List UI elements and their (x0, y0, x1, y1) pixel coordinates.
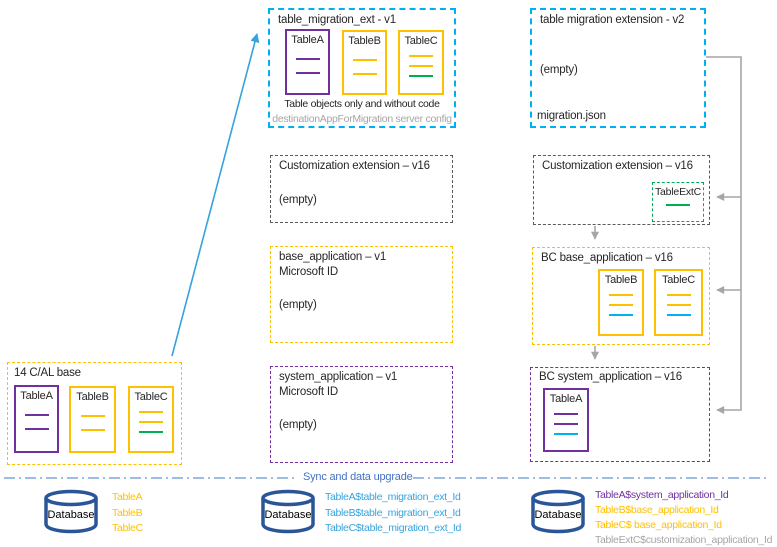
box-title: system_application – v1 (279, 371, 398, 383)
table-name: TableA (291, 34, 324, 46)
table-card-tableb: TableB (598, 269, 644, 336)
field-line (609, 304, 633, 306)
field-line (554, 423, 578, 425)
empty-label: (empty) (540, 64, 578, 76)
database-label: Database (264, 509, 312, 521)
box-cal-base: 14 C/AL base TableA TableB TableC (7, 362, 182, 465)
box-title: table_migration_ext - v1 (278, 14, 396, 26)
box-bc-base-application-v16: BC base_application – v16 TableB TableC (532, 247, 710, 345)
table-card-tableextc: TableExtC (652, 182, 704, 222)
box-title: BC base_application – v16 (541, 252, 673, 264)
table-name: TableC (112, 522, 143, 534)
field-line (666, 314, 691, 316)
box-title: table migration extension - v2 (540, 14, 685, 26)
table-name: TableC$ base_application_Id (595, 519, 722, 531)
field-line (409, 65, 433, 67)
database-table-list: TableA$table_migration_ext_Id TableB$tab… (325, 490, 461, 537)
field-line (80, 429, 105, 431)
table-name: TableExtC$customization_application_Id (595, 534, 773, 546)
table-name: TableC (134, 391, 168, 403)
table-name: TableB (112, 506, 143, 519)
database-icon: Database (260, 489, 316, 534)
connector-line-main (706, 56, 742, 414)
table-card-tablec: TableC (398, 30, 444, 95)
table-card-tablea: TableA (14, 385, 59, 453)
field-line (409, 55, 433, 57)
field-line (295, 72, 320, 74)
field-line (139, 431, 163, 433)
field-line (609, 314, 633, 316)
box-base-application-v1: base_application – v1 Microsoft ID (empt… (270, 246, 453, 343)
table-name: TableExtC (654, 186, 702, 198)
box-title: base_application – v1 (279, 251, 387, 263)
field-line (139, 421, 163, 423)
field-line (295, 58, 320, 60)
box-caption: Table objects only and without code (284, 98, 440, 110)
box-title: Customization extension – v16 (279, 160, 430, 172)
table-name: TableB$table_migration_ext_Id (325, 506, 461, 519)
box-title: BC system_application – v16 (539, 371, 682, 383)
field-line (352, 73, 377, 75)
table-name: TableA (20, 390, 53, 402)
table-card-tableb: TableB (342, 30, 387, 95)
table-card-tableb: TableB (69, 386, 116, 453)
database-icon: Database (530, 489, 586, 534)
box-customization-extension-right: Customization extension – v16 TableExtC (533, 155, 710, 225)
server-config-note: destinationAppForMigration server config (272, 113, 452, 125)
field-line (24, 428, 49, 430)
box-table-migration-ext-v1: table_migration_ext - v1 TableA TableB T… (268, 8, 456, 128)
migration-json-label: migration.json (537, 110, 606, 122)
database-icon: Database (43, 489, 99, 534)
field-line (554, 433, 578, 435)
table-name: TableA (112, 491, 143, 503)
box-title: Customization extension – v16 (542, 160, 693, 172)
field-line (666, 304, 691, 306)
empty-label: (empty) (279, 194, 317, 206)
database-label: Database (47, 509, 95, 521)
table-name: TableC (661, 274, 696, 286)
database-cylinder (44, 489, 98, 534)
box-bc-system-application-v16: BC system_application – v16 TableA (530, 367, 710, 462)
field-line (666, 294, 691, 296)
field-line (666, 204, 690, 206)
field-line (352, 59, 377, 61)
database-cylinder (261, 489, 315, 534)
empty-label: (empty) (279, 299, 317, 311)
empty-label: (empty) (279, 419, 317, 431)
table-card-tablea: TableA (543, 388, 589, 452)
migration-arrow (171, 33, 260, 357)
sync-upgrade-label: Sync and data upgrade (303, 471, 413, 483)
table-name: TableB (348, 35, 381, 47)
table-name: TableC$table_migration_ext_Id (325, 522, 462, 534)
table-name: TableB (604, 274, 638, 286)
table-name: TableA$system_application_Id (595, 489, 729, 501)
box-title: 14 C/AL base (14, 367, 81, 379)
database-cylinder (531, 489, 585, 534)
owner-label: Microsoft ID (279, 386, 338, 398)
field-line (24, 414, 49, 416)
box-table-migration-extension-v2: table migration extension - v2 (empty) m… (530, 8, 706, 128)
table-card-tablec: TableC (654, 269, 703, 336)
database-table-list: TableA$system_application_Id TableB$base… (595, 488, 772, 547)
table-name: TableB$base_application_Id (595, 504, 719, 516)
field-line (609, 294, 633, 296)
table-name: TableC (404, 35, 438, 47)
field-line (409, 75, 433, 77)
table-name: TableA (549, 393, 583, 405)
database-table-list: TableA TableB TableC (112, 490, 143, 537)
database-label: Database (534, 509, 582, 521)
table-card-tablea: TableA (285, 29, 330, 95)
field-line (139, 411, 163, 413)
field-line (80, 415, 105, 417)
table-name: TableA$table_migration_ext_Id (325, 491, 461, 503)
field-line (554, 413, 578, 415)
owner-label: Microsoft ID (279, 266, 338, 278)
table-name: TableB (76, 391, 109, 403)
box-customization-extension-left: Customization extension – v16 (empty) (270, 155, 453, 223)
box-system-application-v1: system_application – v1 Microsoft ID (em… (270, 366, 453, 463)
table-card-tablec: TableC (128, 386, 174, 453)
